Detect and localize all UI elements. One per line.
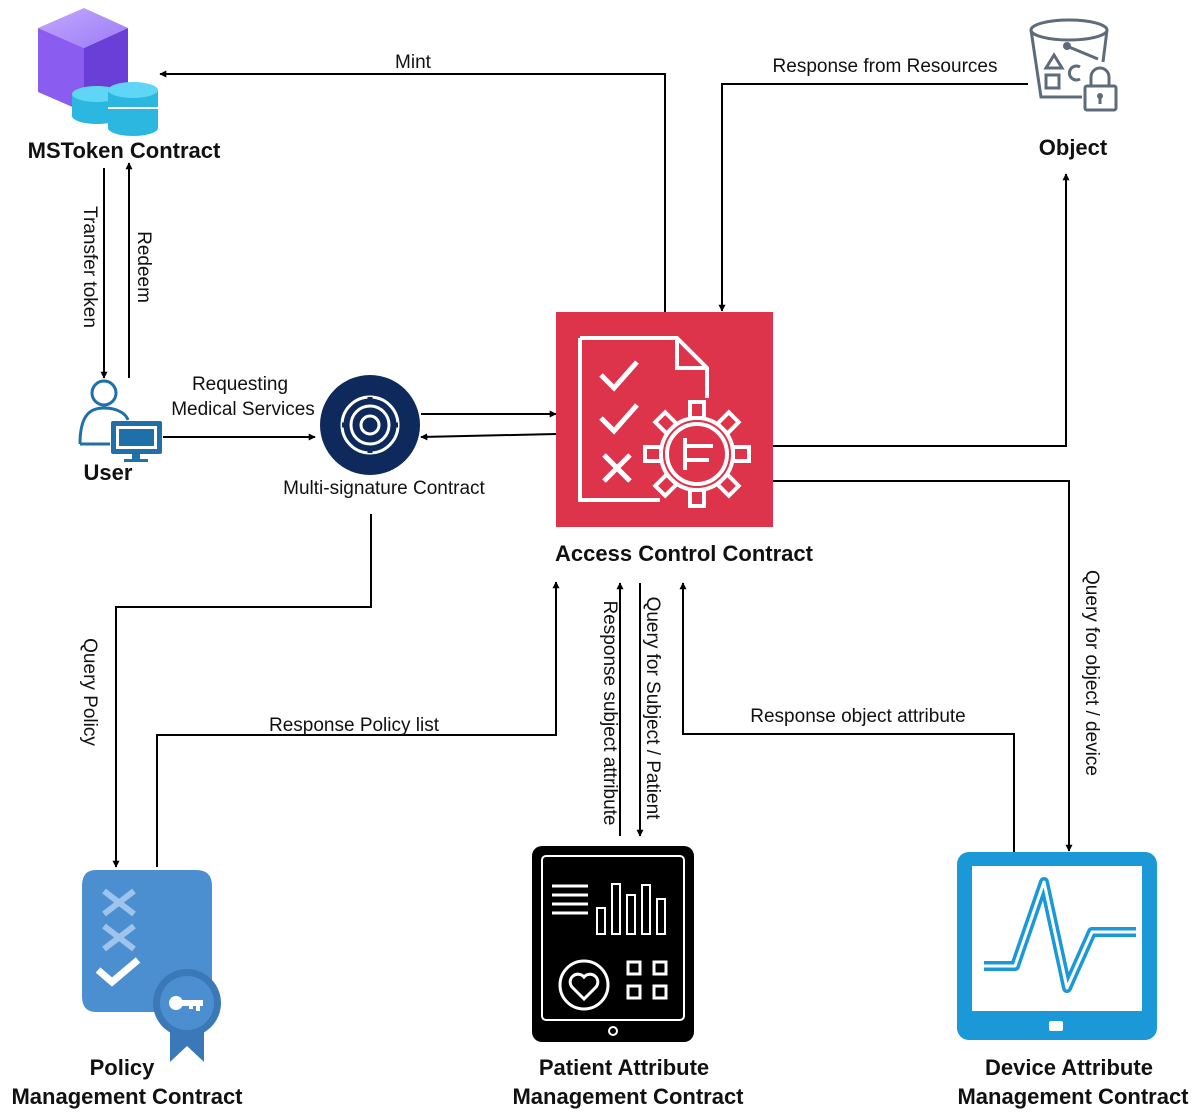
edge-response-object-attribute	[679, 582, 1015, 852]
policy-label-line1: Policy	[90, 1055, 156, 1080]
vault-icon	[320, 375, 420, 475]
policy-management-contract-node: Policy Management Contract	[11, 870, 243, 1109]
object-label: Object	[1039, 135, 1108, 160]
edge-response-policy-list	[156, 581, 560, 867]
patient-attribute-contract-node: Patient Attribute Management Contract	[512, 846, 744, 1109]
edge-label-response-policy-list: Response Policy list	[269, 715, 440, 736]
edge-label-response-subject-attribute: Response subject attribute	[599, 601, 620, 826]
edge-access-to-object	[773, 173, 1070, 447]
edge-label-mint: Mint	[395, 52, 432, 73]
user-label: User	[84, 460, 133, 485]
edge-query-object-device	[773, 480, 1073, 852]
user-computer-icon	[78, 379, 162, 462]
cube-coins-icon	[38, 8, 158, 136]
edge-label-transfer-token: Transfer token	[79, 206, 100, 328]
certificate-key-icon	[82, 870, 221, 1062]
user-node: User	[78, 379, 162, 485]
edge-label-query-object-device: Query for object / device	[1081, 570, 1102, 776]
multisig-contract-node: Multi-signature Contract	[283, 375, 486, 499]
patient-label-line2: Management Contract	[512, 1084, 744, 1109]
edge-access-to-multisig	[420, 433, 557, 441]
edge-label-response-object-attribute: Response object attribute	[750, 706, 965, 727]
policy-label-line2: Management Contract	[11, 1084, 243, 1109]
device-attribute-contract-node: Device Attribute Management Contract	[957, 852, 1189, 1109]
mstoken-contract-label: MSToken Contract	[28, 138, 221, 163]
edge-label-query-subject-patient: Query for Subject / Patient	[642, 597, 663, 821]
object-node: Object	[1029, 18, 1118, 160]
checklist-gear-icon	[556, 312, 773, 527]
patient-label-line1: Patient Attribute	[539, 1055, 709, 1080]
edge-response-from-resources	[718, 83, 1028, 312]
device-label-line1: Device Attribute	[985, 1055, 1153, 1080]
edge-label-response-from-resources: Response from Resources	[773, 56, 998, 77]
multisig-contract-label: Multi-signature Contract	[283, 478, 485, 499]
edge-label-query-policy: Query Policy	[79, 638, 100, 746]
bucket-lock-icon	[1029, 18, 1118, 112]
edge-mint	[159, 70, 666, 312]
edge-label-requesting-line2: Medical Services	[171, 399, 315, 420]
edge-query-policy	[112, 514, 372, 868]
mstoken-contract-node: MSToken Contract	[28, 8, 221, 163]
tablet-health-icon	[532, 846, 694, 1042]
edge-label-requesting-line1: Requesting	[192, 374, 288, 395]
monitor-pulse-icon	[957, 852, 1157, 1040]
edge-label-redeem: Redeem	[133, 231, 154, 303]
access-control-contract-label: Access Control Contract	[555, 541, 814, 566]
access-control-contract-node: Access Control Contract	[555, 312, 814, 566]
device-label-line2: Management Contract	[957, 1084, 1189, 1109]
